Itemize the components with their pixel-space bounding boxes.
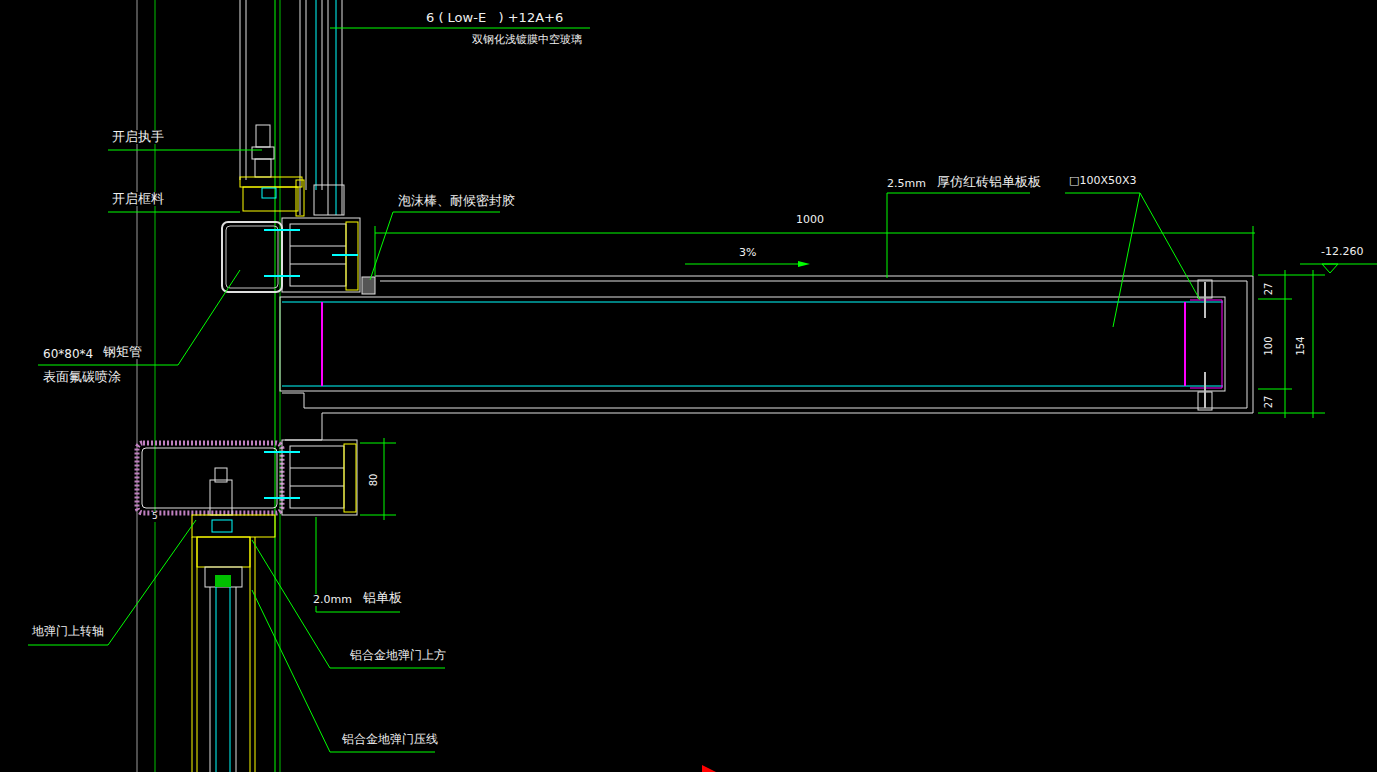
callout-label: 铝单板: [362, 591, 403, 605]
callout-label: 钢矩管: [102, 345, 143, 359]
callout-label: 6 ( Low-E ) +12A+6: [425, 11, 564, 25]
callout-label: 铝合金地弹门压线: [341, 733, 439, 746]
callout-label: 2.5mm: [886, 178, 927, 190]
callout-label: 60*80*4: [42, 348, 94, 361]
dimension-text: 80: [368, 473, 379, 488]
callout-label: 双钢化浅镀膜中空玻璃: [471, 34, 583, 46]
callout-label: 开启框料: [111, 192, 165, 206]
dimension-text: 154: [1295, 335, 1306, 356]
callout-label: 厚仿红砖铝单板板: [936, 175, 1042, 189]
callout-label: 铝合金地弹门上方: [349, 649, 447, 662]
dimension-text: 27: [1263, 282, 1274, 297]
callout-label: 2.0mm: [312, 594, 353, 606]
callout-label: 泡沫棒、耐候密封胶: [397, 194, 516, 208]
callout-label: 3%: [738, 247, 757, 259]
callout-label: 1000: [795, 214, 825, 226]
dimension-text: 27: [1263, 395, 1274, 410]
callout-label: 开启执手: [111, 130, 165, 144]
dimension-text: 100: [1263, 335, 1274, 356]
callout-label: 5: [151, 512, 159, 522]
callout-label: 表面氟碳喷涂: [42, 370, 122, 384]
callout-label: -12.260: [1320, 246, 1364, 258]
callout-label: 地弹门上转轴: [31, 625, 105, 638]
callout-label: □100X50X3: [1068, 175, 1137, 187]
